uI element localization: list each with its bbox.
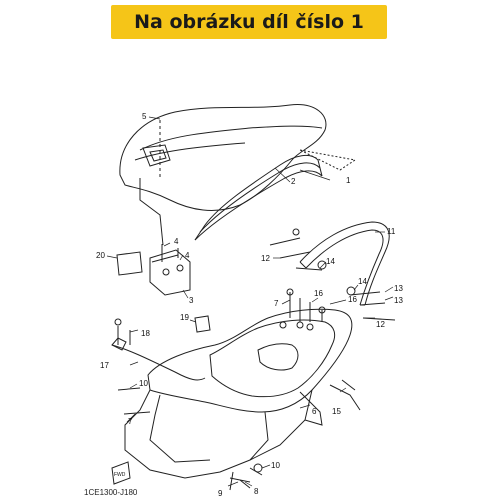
- label-plate: [116, 251, 143, 276]
- seat-lock-cable: [111, 337, 361, 411]
- callout-6: 6: [312, 407, 317, 416]
- callout-16a: 16: [314, 289, 323, 298]
- callout-8: 8: [254, 487, 259, 496]
- callout-2: 2: [291, 177, 296, 186]
- seat-lock-line: [139, 178, 164, 246]
- callout-16b: 16: [348, 295, 357, 304]
- callout-15: 15: [332, 407, 341, 416]
- sticker: [194, 315, 211, 333]
- callout-9: 9: [218, 489, 223, 498]
- fasteners: [114, 288, 326, 491]
- callout-17: 17: [100, 361, 109, 370]
- callout-3: 3: [189, 296, 194, 305]
- callout-14a: 14: [326, 257, 335, 266]
- callout-4a: 4: [174, 237, 179, 246]
- diagram-code: 1CE1300-J180: [84, 488, 138, 497]
- seat: [119, 104, 327, 211]
- callout-7b: 7: [128, 417, 133, 426]
- callout-1: 1: [346, 176, 351, 185]
- grab-bar-bolts: [269, 228, 396, 321]
- callout-13b: 13: [394, 296, 403, 305]
- callout-12b: 12: [376, 320, 385, 329]
- banner-text: Na obrázku díl číslo 1: [134, 11, 364, 33]
- callout-10b: 10: [271, 461, 280, 470]
- fwd-label: FWD: [114, 472, 126, 478]
- callout-11: 11: [387, 227, 396, 236]
- callout-4b: 4: [185, 251, 190, 260]
- callout-20: 20: [96, 251, 105, 260]
- title-banner: Na obrázku díl číslo 1: [111, 5, 387, 39]
- fwd-mark: [111, 461, 131, 485]
- callout-13a: 13: [394, 284, 403, 293]
- callout-12a: 12: [261, 254, 270, 263]
- callout-18: 18: [141, 329, 150, 338]
- seat-base: [194, 149, 357, 241]
- callout-5: 5: [142, 112, 147, 121]
- callout-7a: 7: [274, 299, 279, 308]
- callout-14b: 14: [358, 277, 367, 286]
- callout-19: 19: [180, 313, 189, 322]
- callout-10a: 10: [139, 379, 148, 388]
- leader-lines: [106, 116, 394, 487]
- storage-box: [124, 308, 353, 479]
- hinge-bracket: [149, 244, 191, 296]
